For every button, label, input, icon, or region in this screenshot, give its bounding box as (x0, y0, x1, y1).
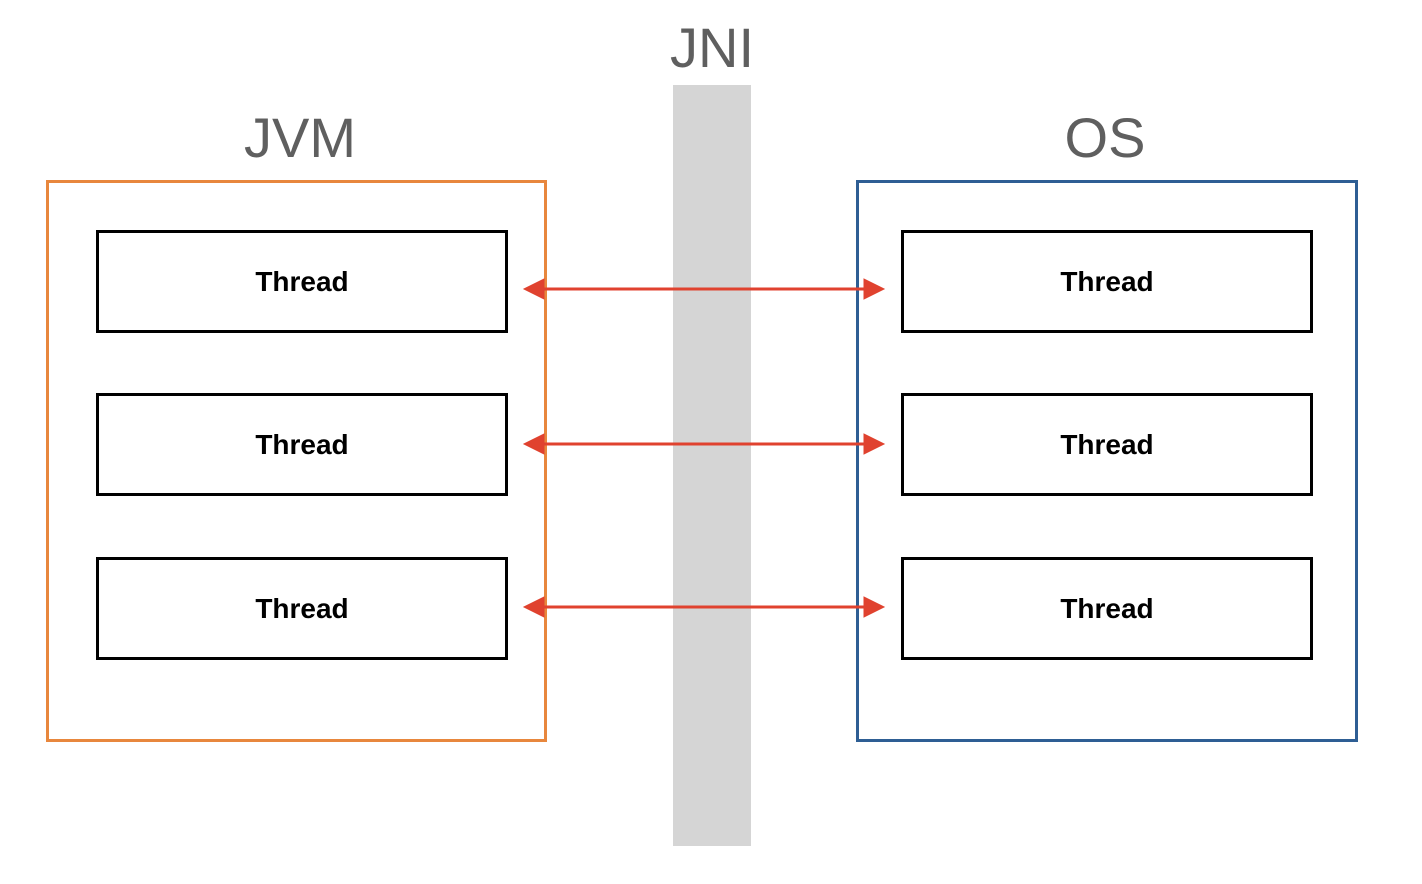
jni-boundary-band (673, 85, 751, 846)
jvm-thread-box: Thread (96, 230, 508, 333)
jvm-thread-box: Thread (96, 557, 508, 660)
os-thread-box: Thread (901, 230, 1313, 333)
os-thread-box: Thread (901, 557, 1313, 660)
jvm-thread-label: Thread (255, 265, 349, 297)
jvm-thread-label: Thread (255, 428, 349, 460)
os-thread-label: Thread (1060, 592, 1154, 624)
jvm-container (46, 180, 547, 742)
jvm-thread-label: Thread (255, 592, 349, 624)
jvm-title: JVM (244, 106, 356, 169)
os-thread-label: Thread (1060, 428, 1154, 460)
os-container (856, 180, 1358, 742)
os-thread-label: Thread (1060, 265, 1154, 297)
os-thread-box: Thread (901, 393, 1313, 496)
jvm-thread-box: Thread (96, 393, 508, 496)
jni-title: JNI (670, 16, 754, 79)
os-title: OS (1064, 106, 1146, 169)
